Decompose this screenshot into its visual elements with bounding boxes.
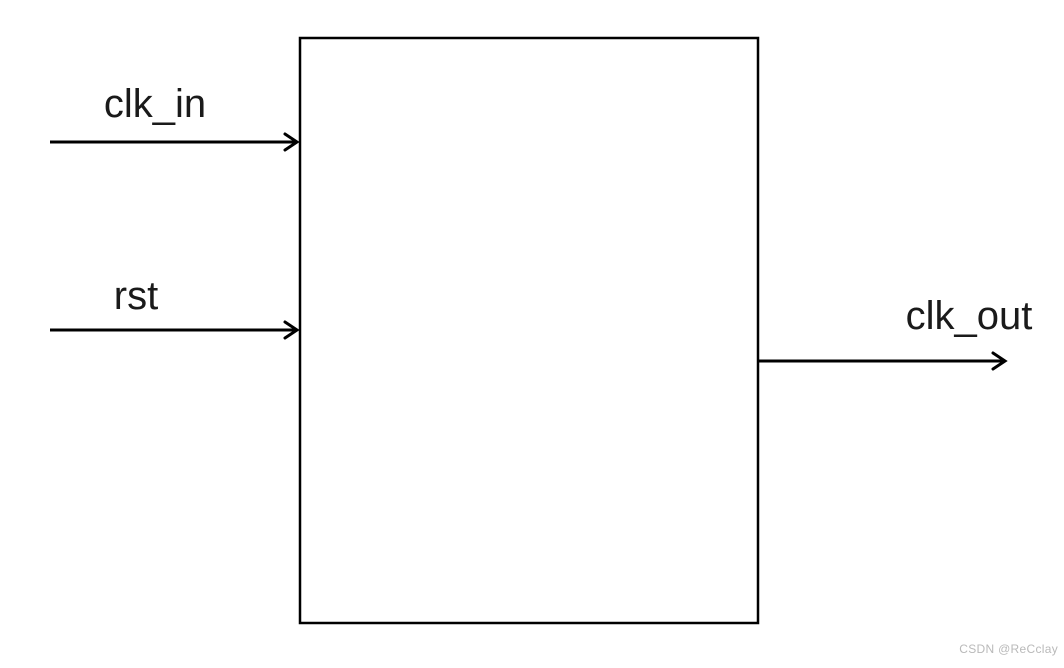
port-label-clk-out: clk_out [905,294,1033,338]
watermark: CSDN @ReCclay [959,642,1058,656]
port-label-rst: rst [113,274,159,318]
module-box [298,36,760,625]
port-label-clk-in: clk_in [103,82,207,126]
